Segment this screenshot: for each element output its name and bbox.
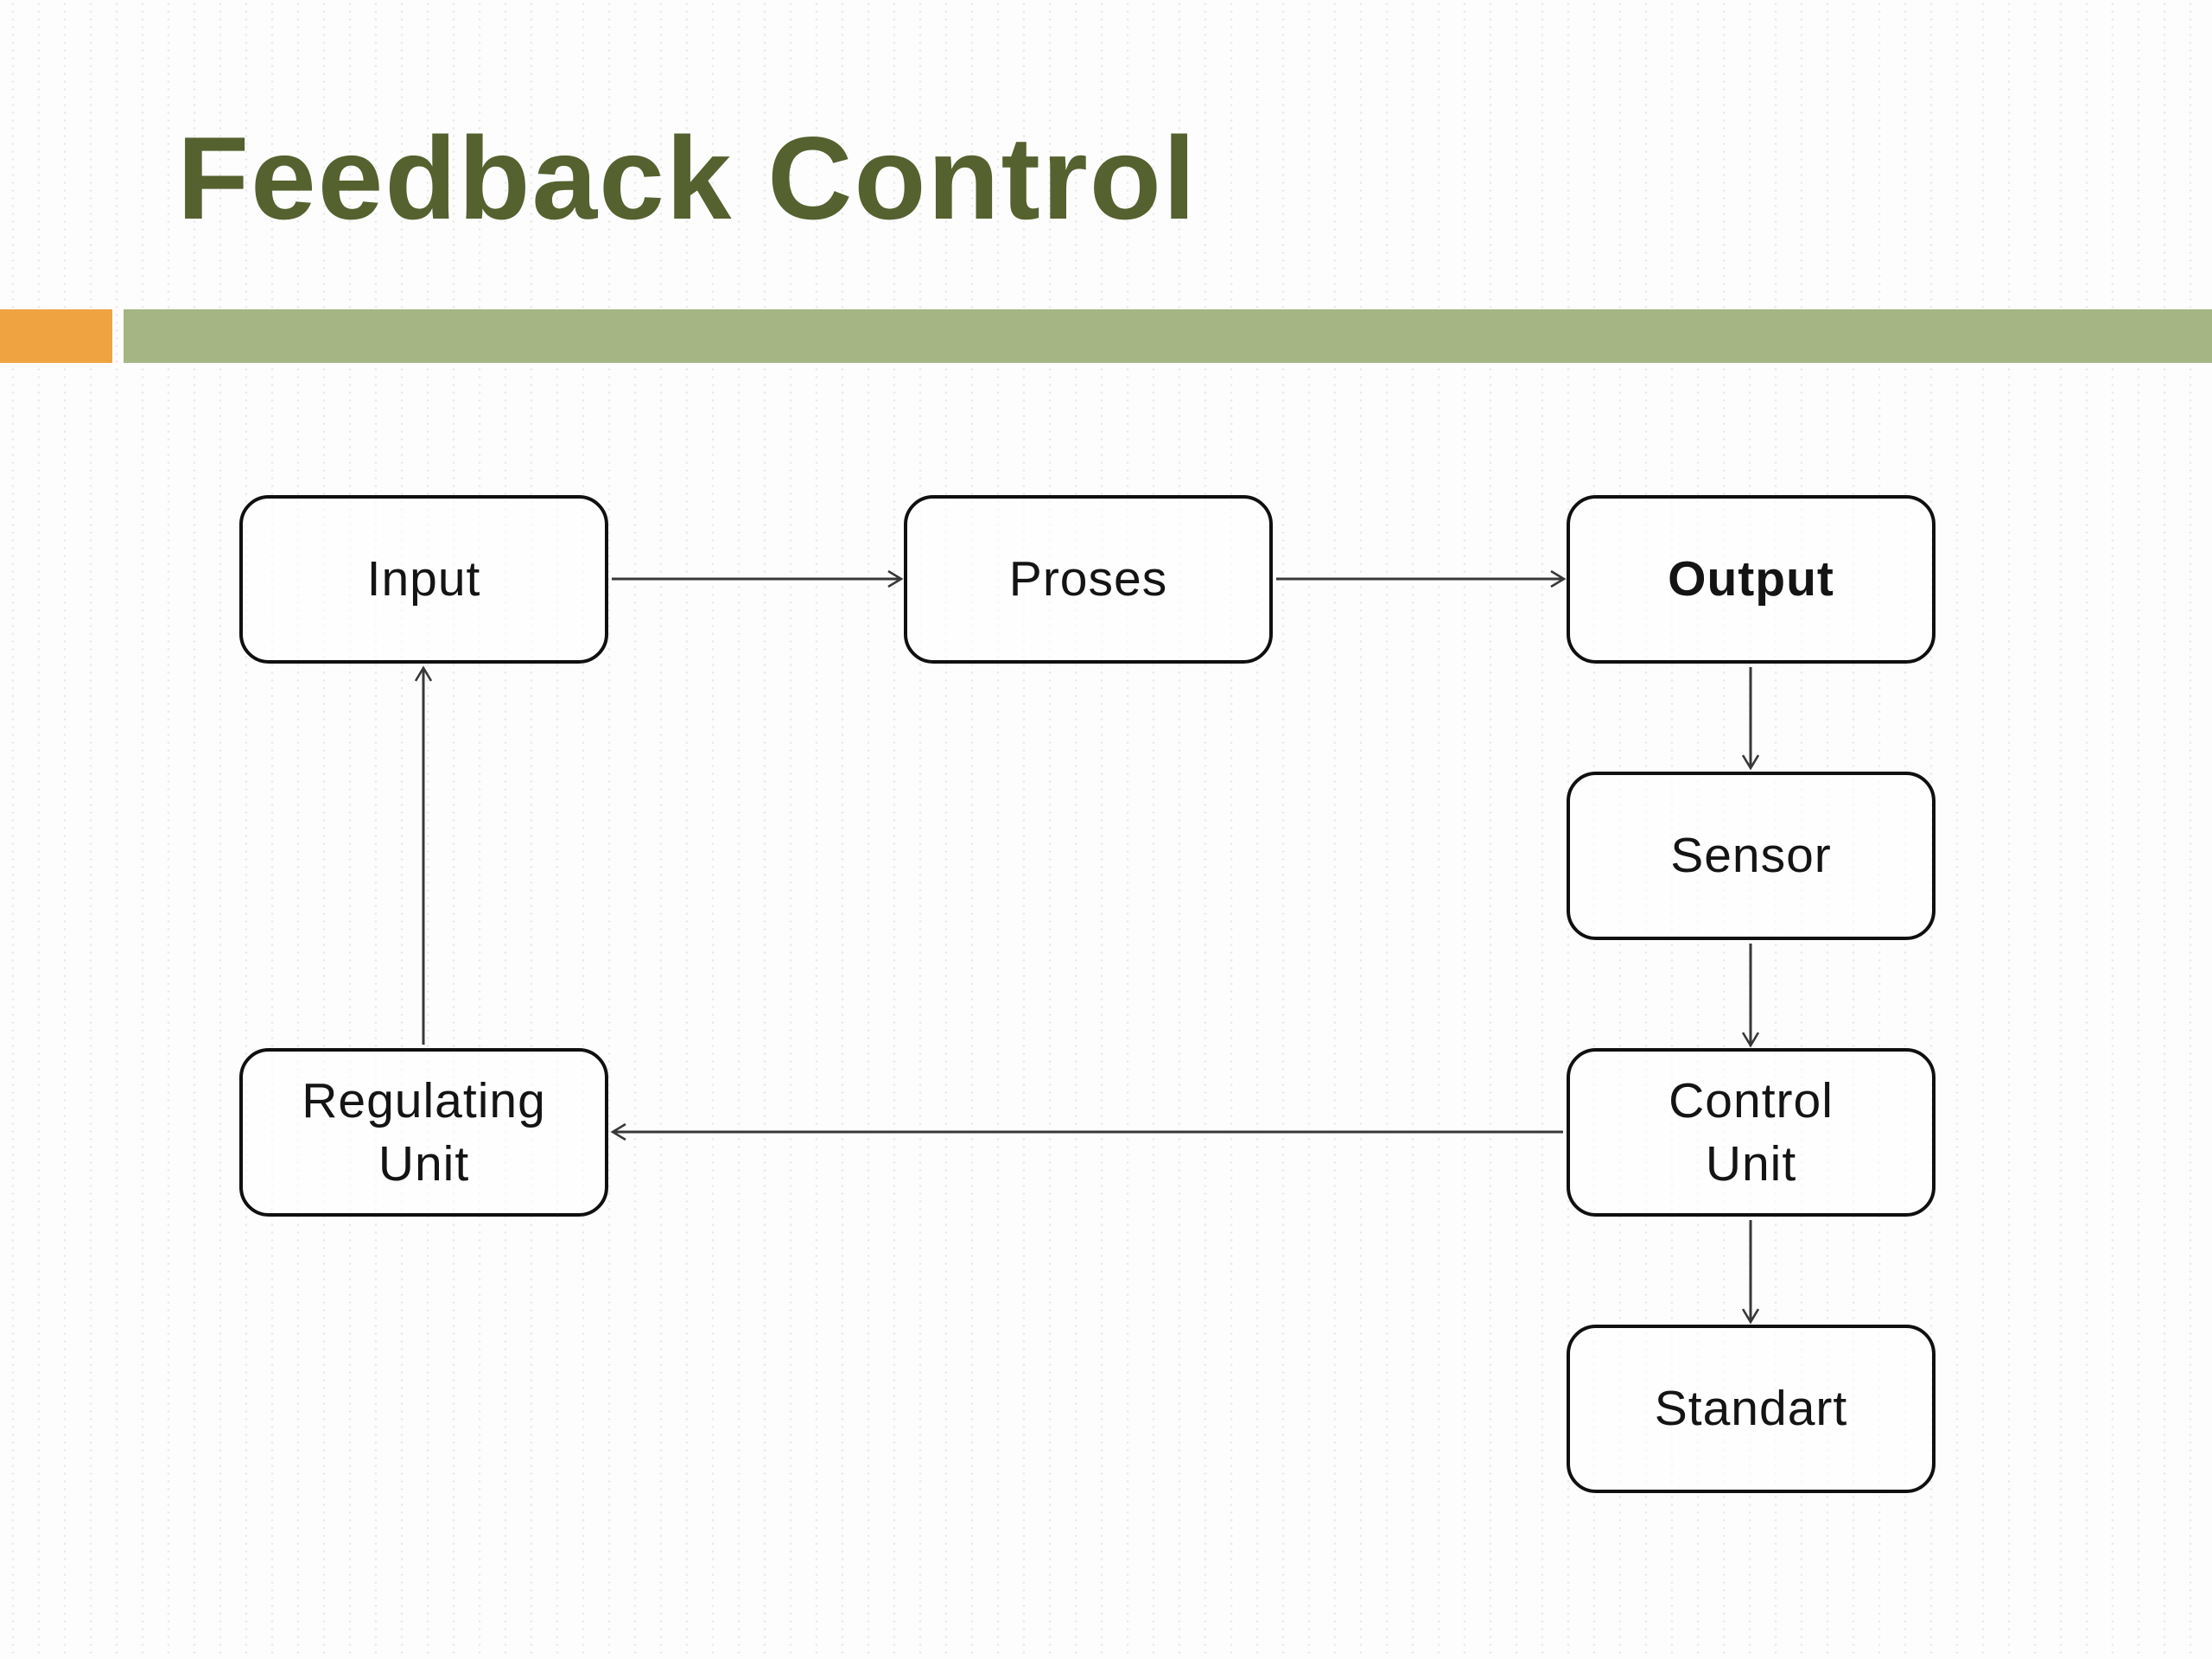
node-regulating-unit-label-line2: Unit: [378, 1135, 470, 1192]
node-sensor-label: Sensor: [1670, 828, 1832, 883]
node-proses: Proses: [904, 495, 1273, 664]
node-standart-label: Standart: [1654, 1381, 1848, 1436]
accent-bar-green: [124, 309, 2212, 363]
accent-bar-orange: [0, 309, 112, 363]
node-output: Output: [1567, 495, 1936, 664]
node-regulating-unit: Regulating Unit: [239, 1048, 608, 1217]
node-control-unit: Control Unit: [1567, 1048, 1936, 1217]
slide-title: Feedback Control: [177, 112, 1198, 244]
node-output-label: Output: [1668, 551, 1834, 607]
node-control-unit-label-line2: Unit: [1705, 1135, 1797, 1192]
node-input: Input: [239, 495, 608, 664]
node-control-unit-label-line1: Control: [1669, 1072, 1834, 1128]
node-input-label: Input: [366, 551, 481, 607]
node-proses-label: Proses: [1008, 551, 1168, 607]
node-regulating-unit-label-line1: Regulating: [302, 1072, 546, 1128]
node-sensor: Sensor: [1567, 772, 1936, 940]
node-standart: Standart: [1567, 1325, 1936, 1493]
